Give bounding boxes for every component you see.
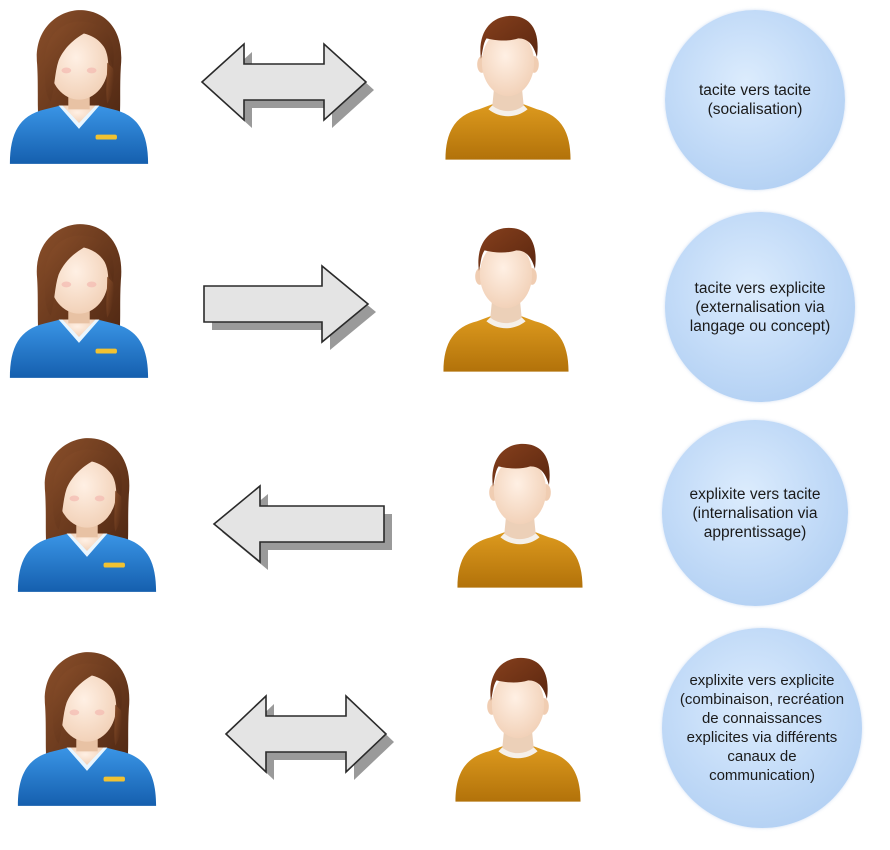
mode-label: explixite vers tacite (internalisation v… bbox=[689, 485, 821, 541]
man-avatar-icon bbox=[448, 652, 588, 802]
mode-label: explixite vers explicite (combinaison, r… bbox=[679, 672, 845, 784]
mode-bubble: tacite vers tacite (socialisation) bbox=[665, 10, 845, 190]
double-arrow-icon bbox=[200, 42, 374, 128]
double-arrow-icon bbox=[224, 694, 394, 780]
mode-label: tacite vers tacite (socialisation) bbox=[699, 82, 811, 118]
right-arrow-icon bbox=[203, 264, 376, 350]
mode-bubble: explixite vers tacite (internalisation v… bbox=[662, 420, 848, 606]
left-arrow-icon bbox=[212, 484, 392, 570]
mode-label: tacite vers explicite (externalisation v… bbox=[689, 279, 831, 335]
mode-bubble: tacite vers explicite (externalisation v… bbox=[665, 212, 855, 402]
mode-bubble: explixite vers explicite (combinaison, r… bbox=[662, 628, 862, 828]
woman-avatar-icon bbox=[14, 650, 160, 806]
row-explicit-to-tacit: explixite vers tacite (internalisation v… bbox=[0, 420, 848, 606]
row-tacit-to-explicit: tacite vers explicite (externalisation v… bbox=[0, 0, 890, 420]
row-tacit-to-tacit: tacite vers tacite (socialisation) bbox=[0, 0, 890, 200]
